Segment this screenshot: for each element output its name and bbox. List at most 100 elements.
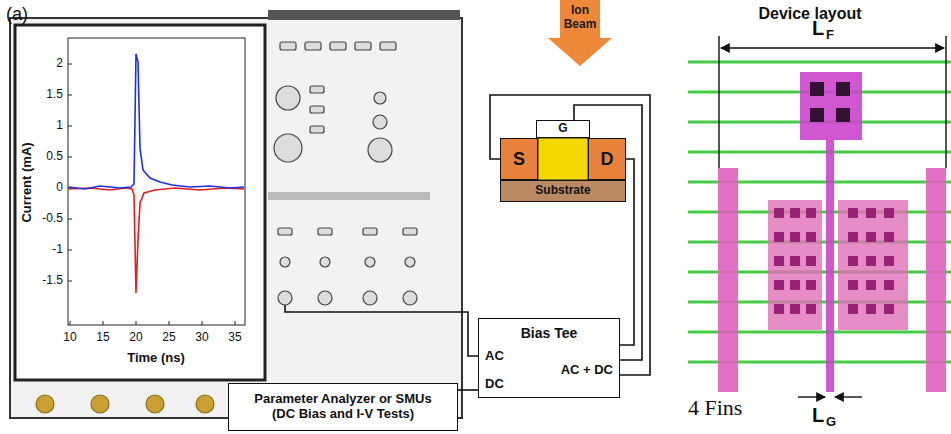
front-panel-controls (405, 257, 415, 267)
pad-contacts (806, 304, 816, 314)
front-panel-controls (280, 42, 296, 50)
pad-contacts (774, 256, 784, 266)
port-label: AC + DC (561, 363, 613, 378)
pad-contacts (848, 232, 858, 242)
dimension-lines (721, 47, 944, 48)
dummy-gates (718, 168, 738, 392)
axis-ticks (103, 321, 104, 325)
fin-lines (688, 61, 951, 64)
axis-title: Current (mA) (20, 142, 35, 222)
pad-contacts (790, 208, 800, 218)
beam-label: Ion Beam (560, 3, 600, 31)
oscilloscope-screen (15, 25, 265, 380)
gate-layout (800, 72, 862, 392)
front-panel-controls (363, 228, 377, 235)
tick-label: 2 (56, 57, 63, 71)
axis-ticks (70, 321, 71, 325)
current-trace (69, 54, 244, 189)
oscilloscope-body (268, 10, 460, 20)
tick-label: 25 (162, 331, 175, 345)
node-text: G (558, 122, 567, 136)
axis-ticks (68, 64, 235, 325)
tick-label: -1 (52, 243, 63, 257)
port-label: DC (485, 377, 504, 392)
pad-contacts (806, 256, 816, 266)
panel-letter: (a) (6, 4, 28, 25)
oscilloscope-screen (15, 25, 265, 380)
fin-lines (688, 151, 951, 154)
pad-contacts (774, 232, 784, 242)
pad-contacts (866, 280, 876, 290)
tick-label: -0.5 (42, 212, 63, 226)
pad-contacts (790, 304, 800, 314)
scope-cable (285, 305, 478, 356)
front-panel-controls (365, 257, 375, 267)
gate-layout (810, 82, 824, 96)
axis-ticks (68, 281, 72, 282)
foot-knobs (36, 395, 214, 413)
foot-knobs (36, 395, 54, 413)
axis-ticks (68, 95, 72, 96)
front-panel-controls (268, 42, 430, 305)
pad-contacts (806, 208, 816, 218)
pad-contacts (848, 208, 858, 218)
pad-contacts (884, 304, 894, 314)
tick-label: 30 (195, 331, 208, 345)
pad-contacts (806, 232, 816, 242)
axis-ticks (169, 321, 170, 325)
current-trace (69, 54, 244, 293)
front-panel-controls (274, 134, 302, 162)
front-panel-controls (380, 42, 396, 50)
node-text: D (601, 149, 614, 170)
front-panel-controls (355, 42, 371, 50)
tick-label: 0.5 (46, 150, 63, 164)
axis-ticks (136, 321, 137, 325)
foot-knobs (91, 395, 109, 413)
axis-title: Time (ns) (127, 351, 185, 366)
axis-ticks (235, 321, 236, 325)
pad-contacts (848, 304, 858, 314)
front-panel-controls (320, 257, 330, 267)
pad-contacts (848, 280, 858, 290)
drain-region: D (588, 138, 626, 180)
gate-layout (826, 140, 834, 392)
dimension-subscript: F (826, 28, 834, 43)
front-panel-controls (310, 126, 324, 133)
pad-contacts (866, 232, 876, 242)
tick-label: 20 (129, 331, 142, 345)
front-panel-controls (363, 291, 377, 305)
dimension-lines (798, 396, 825, 397)
axis-ticks (202, 321, 203, 325)
front-panel-controls (278, 291, 292, 305)
node-text: S (513, 149, 525, 170)
node-text: Parameter Analyzer or SMUs (254, 392, 431, 407)
tick-label: 1 (56, 119, 63, 133)
front-panel-controls (374, 92, 386, 104)
dimension-lines (718, 36, 719, 168)
parameter-analyzer-box: Parameter Analyzer or SMUs(DC Bias and I… (228, 383, 458, 431)
box-title: Bias Tee (479, 325, 619, 341)
dimension-lines (945, 36, 946, 168)
pad-contacts (790, 256, 800, 266)
ion-beam-arrow: Ion Beam (548, 0, 612, 66)
port-label: AC (485, 349, 504, 364)
axis-ticks (68, 64, 72, 65)
front-panel-controls (318, 228, 332, 235)
tick-label: -1.5 (42, 274, 63, 288)
pad-contacts (848, 256, 858, 266)
axis-ticks (68, 219, 72, 220)
tick-label: 35 (228, 331, 241, 345)
front-panel-controls (368, 138, 392, 162)
axis-ticks (68, 157, 72, 158)
pad-contacts (866, 256, 876, 266)
dimension-lines (835, 396, 862, 397)
front-panel-controls (310, 106, 324, 113)
source-drain-pads (838, 200, 908, 330)
pad-contacts (774, 208, 784, 218)
scope-cable (285, 305, 478, 356)
dimension-symbol: L (812, 404, 824, 427)
foot-knobs (146, 395, 164, 413)
